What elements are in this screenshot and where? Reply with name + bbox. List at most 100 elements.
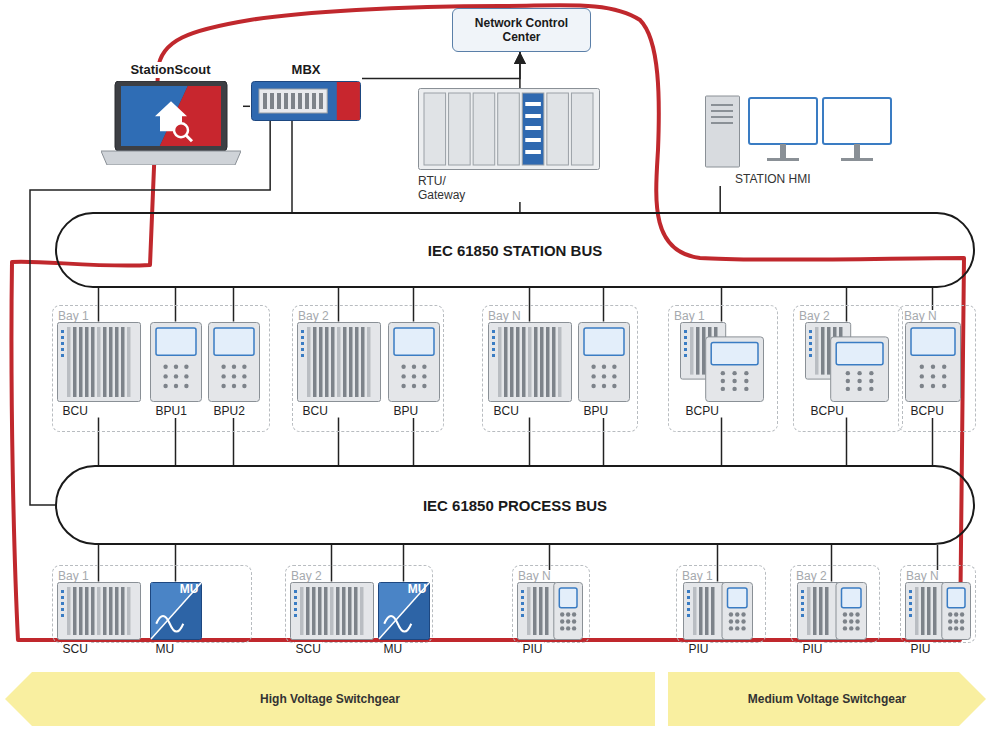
node-label: Bay 1 xyxy=(674,310,705,323)
hmi-symbol xyxy=(705,92,895,168)
device-icon xyxy=(418,88,600,170)
bus-connector xyxy=(831,545,833,582)
bay-control-protection-unit: BCPU xyxy=(680,322,764,418)
switchgear-control-unit: SCU xyxy=(290,582,374,656)
bus-connector xyxy=(603,418,605,466)
voltage-range-arrow: High Voltage Switchgear xyxy=(5,672,655,726)
node-label: SCU xyxy=(295,642,322,656)
node-label: PIU xyxy=(910,642,932,656)
gateway-rack: RTU/ Gateway xyxy=(418,88,600,202)
relay-symbol xyxy=(208,322,260,402)
bay-frame: Bay 2SCUMUMU xyxy=(285,565,433,643)
node-label: Medium Voltage Switchgear xyxy=(748,692,906,706)
bay-controller: BCU xyxy=(297,322,381,418)
bus-connector xyxy=(529,418,531,466)
protection-relay: BPU2 xyxy=(208,322,260,418)
device-icon xyxy=(578,322,630,402)
device-icon xyxy=(488,322,572,402)
process-interface-unit: PIU xyxy=(517,582,583,656)
uplink-arrow xyxy=(519,52,521,88)
node-label: BPU1 xyxy=(155,404,188,418)
bus-connector xyxy=(291,121,293,212)
bus-connector xyxy=(175,545,177,582)
relay-symbol xyxy=(150,322,202,402)
piu-symbol xyxy=(797,582,867,640)
bcpu-symbol xyxy=(805,322,889,402)
rack-symbol xyxy=(57,582,141,640)
bay-frame: Bay NBCUBPU xyxy=(482,305,638,432)
uplink-arrow xyxy=(362,52,520,79)
protection-relay: BPU xyxy=(388,322,440,418)
bay-frame: Bay 2 BCU BPU xyxy=(292,305,444,432)
node-label: IEC 61850 STATION BUS xyxy=(424,242,607,259)
node-label: BCU xyxy=(302,404,329,418)
bay-frame: Bay 1PIU xyxy=(676,565,766,643)
device-icon xyxy=(388,322,440,402)
bus-connector xyxy=(243,106,250,108)
node-label: Bay 2 xyxy=(799,310,830,323)
merging-unit: MUMU xyxy=(150,582,202,656)
switchgear-control-unit: SCU xyxy=(57,582,141,656)
bus-connector xyxy=(338,418,340,466)
device-icon xyxy=(905,582,971,640)
laptop-node: StationScout xyxy=(98,62,243,165)
node-label: BCPU xyxy=(910,404,945,418)
hmi-workstation: STATION HMI xyxy=(705,92,895,186)
node-label: Bay N xyxy=(904,310,937,323)
bus-connector xyxy=(717,545,719,582)
device-icon xyxy=(683,582,753,640)
icon-caption: MU xyxy=(408,583,427,596)
piu-symbol xyxy=(905,582,971,640)
node-label: MBX xyxy=(290,62,323,78)
node-label: Network Control Center xyxy=(453,16,590,44)
node-label: Bay 2 xyxy=(291,570,322,583)
device-icon xyxy=(57,582,141,640)
station-bus: IEC 61850 STATION BUS xyxy=(55,212,975,288)
bus-connector xyxy=(413,418,415,466)
mbx-device: MBX xyxy=(250,62,362,121)
node-label: Bay 2 xyxy=(796,570,827,583)
bcpu-symbol xyxy=(680,322,764,402)
node-label: PIU xyxy=(688,642,710,656)
bus-connector xyxy=(98,545,100,582)
node-label: BPU2 xyxy=(213,404,246,418)
device-icon xyxy=(57,322,141,402)
node-label: BCU xyxy=(62,404,89,418)
bus-connector xyxy=(932,418,934,466)
bay-frame: Bay 1 BCPU xyxy=(668,305,778,432)
node-label: IEC 61850 PROCESS BUS xyxy=(419,497,611,514)
laptop-symbol xyxy=(101,81,241,165)
device-icon xyxy=(517,582,583,640)
bay-frame: Bay N BCPU xyxy=(898,305,976,432)
node-label: BCPU xyxy=(810,404,845,418)
device-icon xyxy=(290,582,374,640)
bay-frame: Bay 1SCUMUMU xyxy=(52,565,252,643)
node-label: Bay 2 xyxy=(298,310,329,323)
device-icon xyxy=(101,81,241,165)
bus-connector xyxy=(719,186,721,212)
node-label: Bay 1 xyxy=(58,310,89,323)
process-interface-unit: PIU xyxy=(797,582,867,656)
bay-controller: BCU xyxy=(488,322,572,418)
bus-connector xyxy=(519,202,521,212)
mbx-symbol xyxy=(251,81,361,121)
node-label: BPU xyxy=(393,404,420,418)
process-bus: IEC 61850 PROCESS BUS xyxy=(55,465,975,545)
node-label: MU xyxy=(155,642,176,656)
relay-symbol xyxy=(905,322,961,402)
node-label: RTU/ Gateway xyxy=(418,174,488,202)
rack-symbol xyxy=(290,582,374,640)
node-label: Bay 1 xyxy=(682,570,713,583)
bus-connector xyxy=(98,418,100,466)
relay-symbol xyxy=(388,322,440,402)
bay-frame: Bay 2 BCPU xyxy=(793,305,903,432)
node-label: PIU xyxy=(522,642,544,656)
merging-unit: MUMU xyxy=(378,582,430,656)
node-label: BCPU xyxy=(685,404,720,418)
bus-connector xyxy=(331,545,333,582)
bus-connector xyxy=(30,121,270,505)
device-icon xyxy=(680,322,764,402)
bus-connector xyxy=(721,418,723,466)
node-label: StationScout xyxy=(128,62,212,78)
device-icon xyxy=(297,322,381,402)
